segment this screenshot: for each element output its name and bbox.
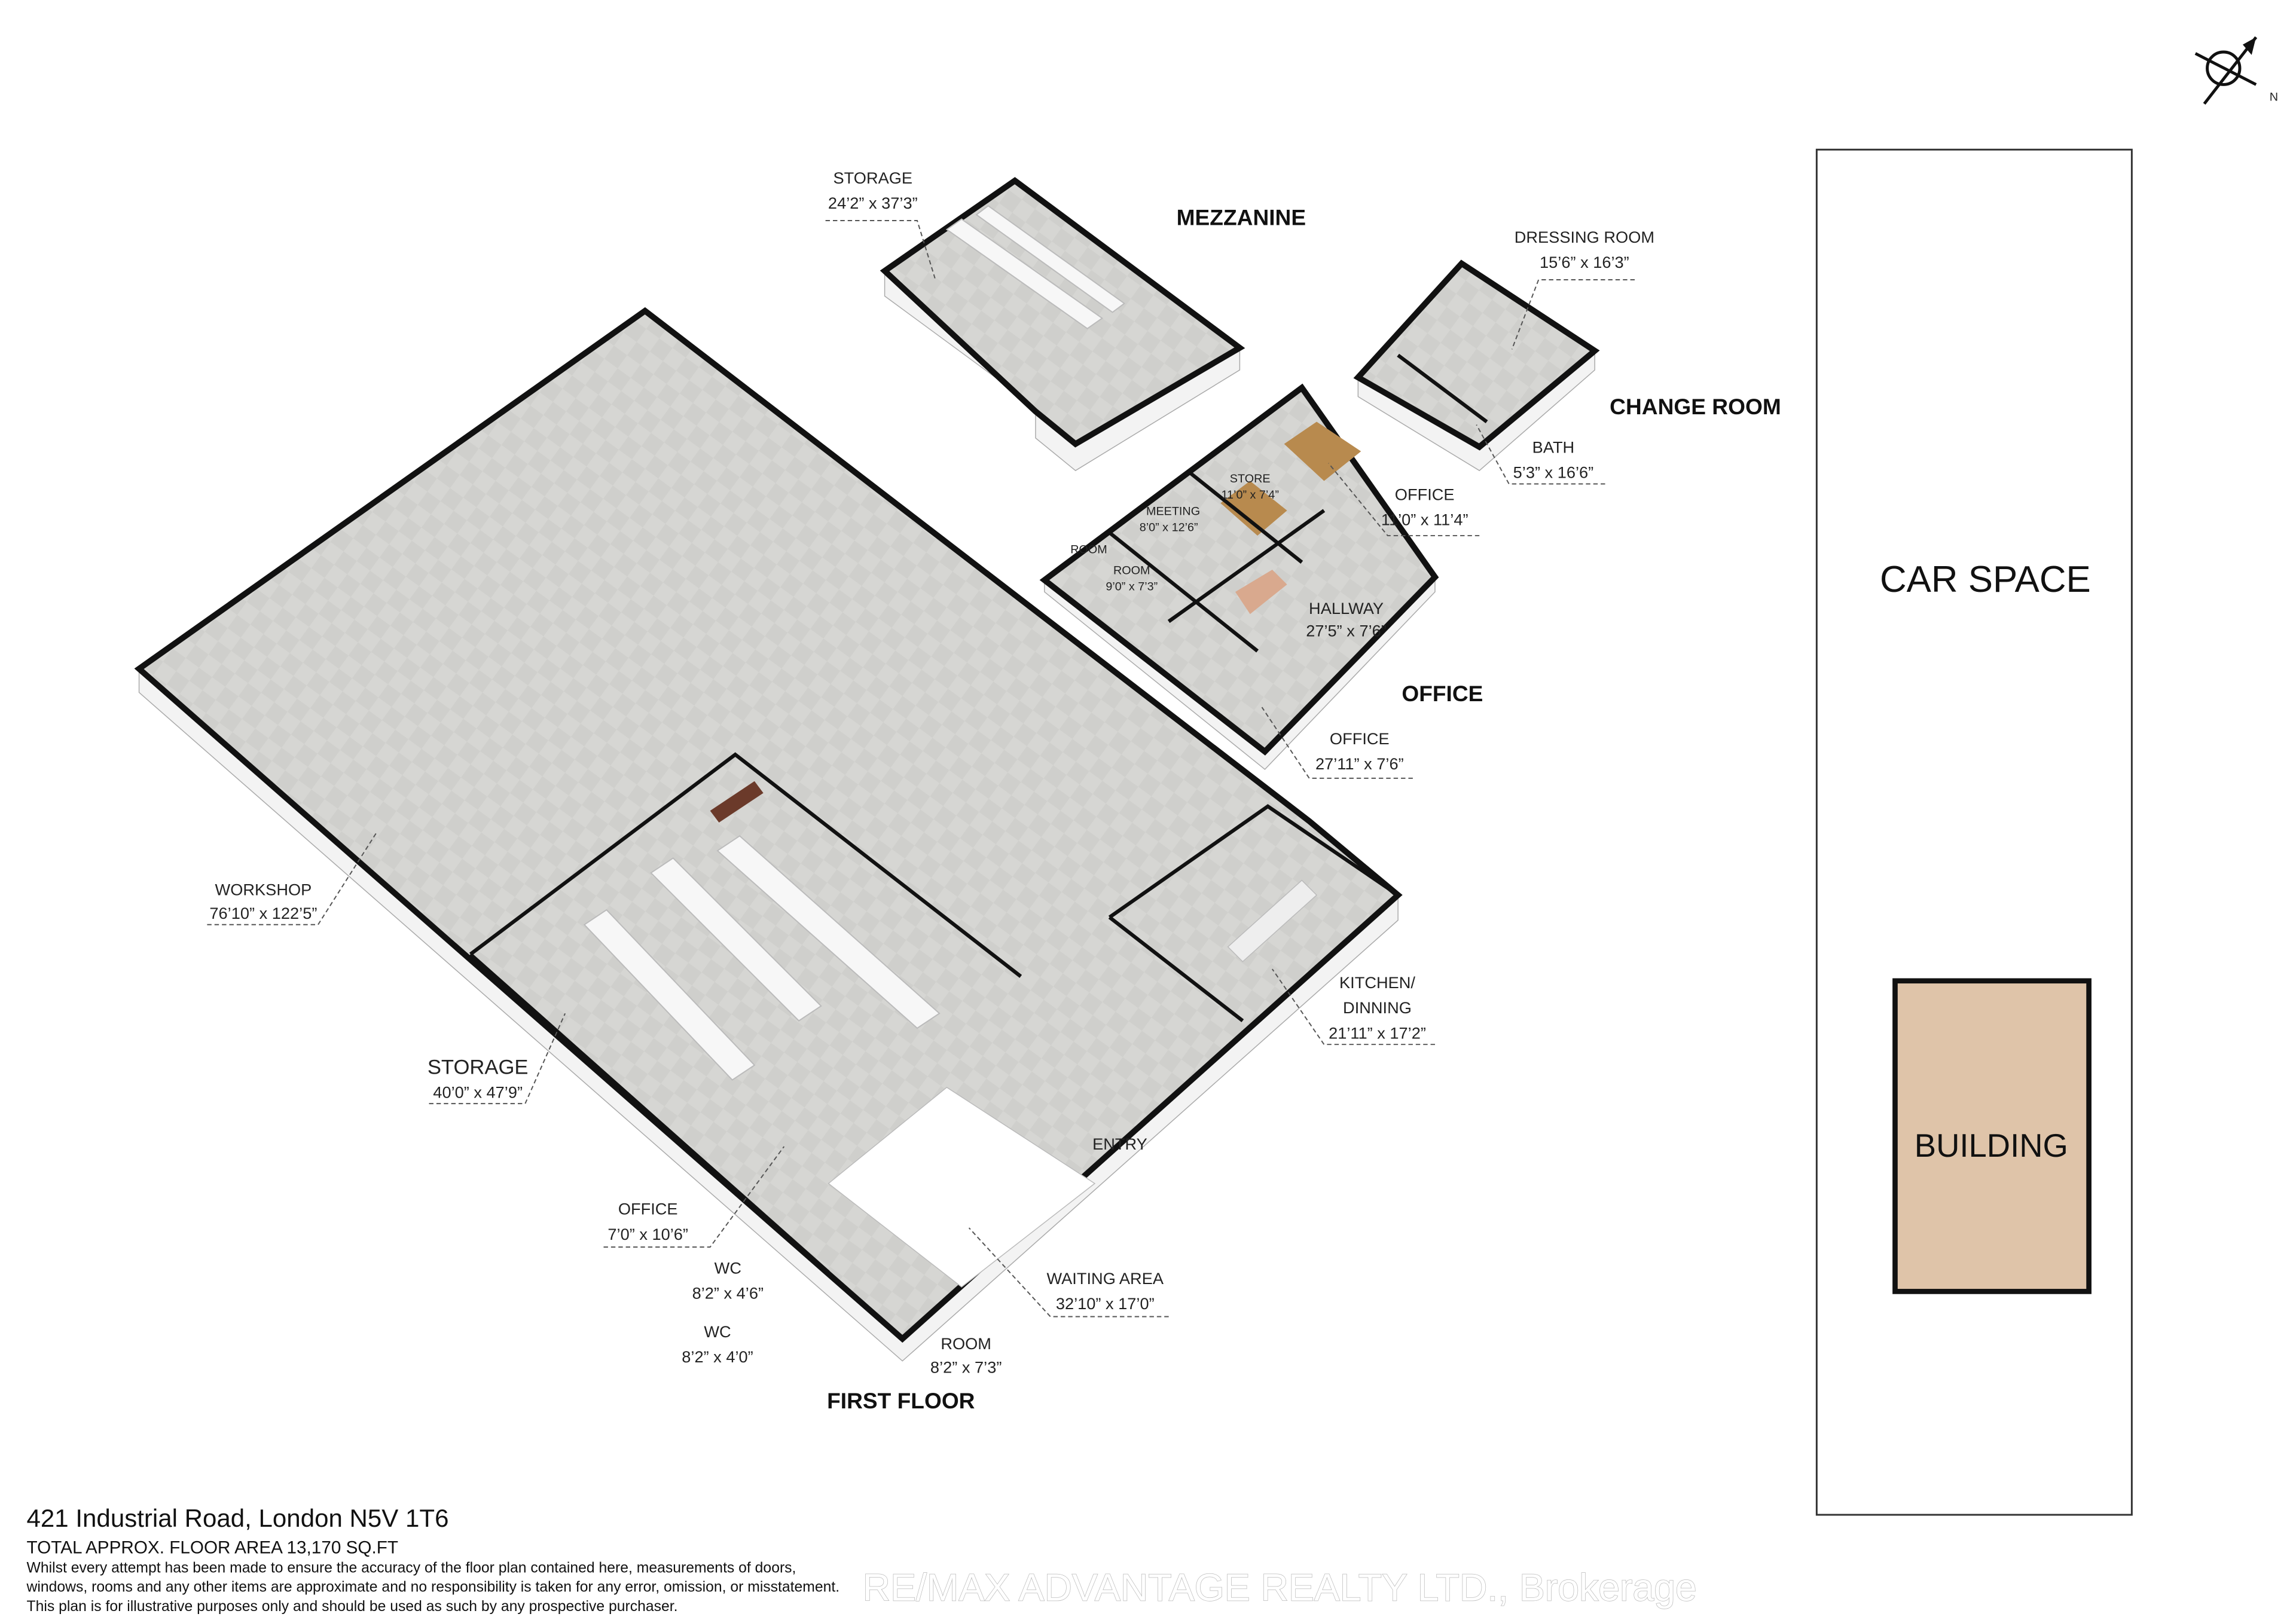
building-block xyxy=(1892,978,2092,1294)
room-name: WORKSHOP xyxy=(215,880,312,898)
room-size: 5’3” x 16’6” xyxy=(1513,463,1594,482)
total-floor-area: TOTAL APPROX. FLOOR AREA 13,170 SQ.FT xyxy=(27,1538,398,1557)
room-size: 40’0” x 47’9” xyxy=(433,1083,523,1101)
room-size: 8’2” x 7’3” xyxy=(930,1358,1002,1376)
room-name: ENTRY xyxy=(1092,1135,1147,1153)
room-size: 11’0” x 11’4” xyxy=(1381,511,1468,529)
disclaimer-line: windows, rooms and any other items are a… xyxy=(26,1579,840,1596)
room-name: DRESSING ROOM xyxy=(1515,228,1654,246)
car-space-area xyxy=(1815,148,2133,1516)
room-size: 32’10” x 17’0” xyxy=(1056,1294,1155,1313)
room-size: 8’2” x 4’0” xyxy=(682,1347,753,1366)
office-title: OFFICE xyxy=(1402,681,1483,706)
room-size: 27’11” x 7’6” xyxy=(1315,754,1404,773)
room-name: STORE xyxy=(1230,472,1271,485)
change-room-plan xyxy=(1353,259,1600,472)
room-name: OFFICE xyxy=(1395,485,1455,504)
brokerage-watermark: RE/MAX ADVANTAGE REALTY LTD., Brokerage xyxy=(863,1566,1697,1609)
first-floor-title: FIRST FLOOR xyxy=(827,1388,975,1413)
room-size: 15’6” x 16’3” xyxy=(1540,253,1629,271)
change-room-title: CHANGE ROOM xyxy=(1610,394,1781,419)
room-name: ROOM xyxy=(941,1334,991,1353)
room-name: ROOM xyxy=(1070,543,1107,557)
car-space-label: CAR SPACE xyxy=(1880,559,2091,600)
room-name: HALLWAY xyxy=(1309,599,1384,618)
room-name: STORAGE xyxy=(833,169,913,187)
room-name: WAITING AREA xyxy=(1047,1269,1164,1288)
room-name: OFFICE xyxy=(1330,729,1390,748)
first-floor-plan xyxy=(134,307,1403,1362)
room-name-2: DINNING xyxy=(1343,998,1412,1017)
room-name: KITCHEN/ xyxy=(1339,973,1415,992)
room-size: 27’5” x 7’6” xyxy=(1306,621,1387,640)
room-size: 8’0” x 12’6” xyxy=(1140,521,1198,534)
room-name: BATH xyxy=(1532,438,1575,457)
room-size: 9’0” x 7’3” xyxy=(1106,580,1158,594)
compass-icon: N xyxy=(2194,36,2278,105)
room-name: STORAGE xyxy=(428,1056,529,1079)
office-plan xyxy=(1039,383,1439,770)
room-name: MEETING xyxy=(1146,505,1200,518)
compass-north-label: N xyxy=(2270,91,2278,104)
room-name: WC xyxy=(715,1259,741,1277)
address: 421 Industrial Road, London N5V 1T6 xyxy=(27,1504,449,1532)
room-name: WC xyxy=(704,1322,731,1341)
disclaimer-line: Whilst every attempt has been made to en… xyxy=(27,1560,796,1576)
room-name: ROOM xyxy=(1113,564,1150,577)
room-size: 24’2” x 37’3” xyxy=(828,194,918,212)
room-size: 7’0” x 10’6” xyxy=(607,1225,688,1243)
room-labels: STORAGE 24’2” x 37’3” DRESSING ROOM 15’6… xyxy=(207,169,1654,1376)
mezzanine-plan xyxy=(880,177,1245,472)
mezzanine-title: MEZZANINE xyxy=(1177,204,1306,230)
room-size: 76’10” x 122’5” xyxy=(209,904,317,922)
room-size: 21’11” x 17’2” xyxy=(1329,1023,1426,1042)
room-name: OFFICE xyxy=(618,1200,678,1218)
building-label: BUILDING xyxy=(1915,1127,2068,1164)
room-size: 8’2” x 4’6” xyxy=(692,1284,764,1303)
room-size: 11’0” x 7’4” xyxy=(1222,488,1279,502)
disclaimer-line: This plan is for illustrative purposes o… xyxy=(27,1598,678,1615)
